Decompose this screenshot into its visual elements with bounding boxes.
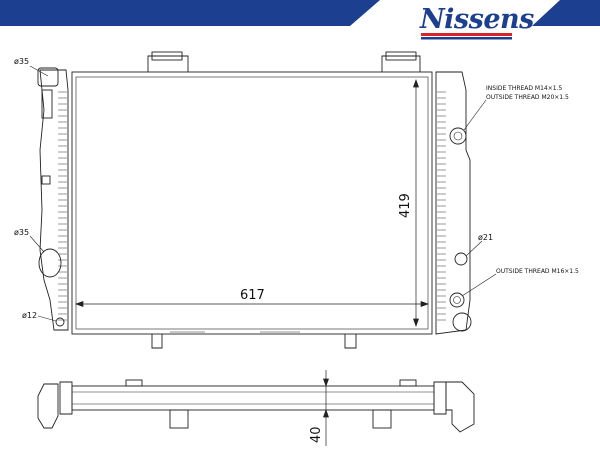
dia-bottom-left-label: ø12 — [22, 311, 37, 320]
height-dimension-label: 419 — [398, 193, 413, 218]
left-upper-pipe — [37, 67, 59, 87]
header-right-band — [532, 0, 600, 26]
logo-red-stripe — [421, 33, 512, 36]
height-arrow-bottom — [413, 318, 419, 328]
top-bracket-right — [381, 55, 421, 72]
tank-fins — [58, 91, 446, 321]
right-lower-port — [449, 292, 465, 308]
height-arrow-top — [413, 78, 419, 88]
leader-dia-right — [465, 240, 483, 257]
outside-thread-label-1: OUTSIDE THREAD M20×1.5 — [486, 94, 569, 101]
radiator-core-inner — [75, 76, 429, 330]
top-bracket-left-cap — [151, 51, 183, 61]
right-callouts — [461, 99, 497, 297]
bottom-view-right-pipe — [445, 381, 475, 433]
right-middle-port — [454, 252, 468, 266]
bottom-foot-left — [151, 334, 163, 349]
radiator-bottom-view — [37, 379, 475, 433]
width-dimension-label: 617 — [240, 288, 265, 303]
left-tank-clip — [41, 175, 51, 185]
dia-top-left-label: ø35 — [14, 57, 29, 66]
depth-dimension — [323, 370, 329, 446]
dia-mid-left-label: ø35 — [14, 228, 29, 237]
height-dimension — [413, 78, 419, 328]
bottom-view-right-tank — [433, 381, 447, 415]
bottom-view-left-pipe — [37, 383, 59, 429]
logo-blue-stripe — [421, 37, 512, 40]
depth-arrow-top — [323, 378, 329, 388]
left-tank-bracket — [41, 89, 53, 119]
leader-thread-bottom — [461, 273, 497, 297]
radiator-front-view — [37, 51, 472, 349]
right-bottom-boss — [452, 312, 472, 332]
left-tank — [39, 69, 69, 331]
leader-threads-top — [463, 99, 487, 131]
top-bracket-right-cap — [385, 51, 417, 61]
leader-dia-mid — [29, 235, 45, 253]
inside-thread-label: INSIDE THREAD M14×1.5 — [486, 85, 562, 92]
width-arrow-left — [74, 301, 84, 307]
bottom-view-mount-right — [372, 409, 392, 429]
outside-thread-label-2: OUTSIDE THREAD M16×1.5 — [496, 268, 579, 275]
width-dimension — [74, 301, 430, 307]
bottom-view-left-tank — [59, 381, 73, 415]
top-bracket-left — [147, 55, 189, 72]
dia-right-label: ø21 — [478, 233, 493, 242]
bottom-view-tab-right — [399, 379, 417, 387]
leader-dia-bottom — [37, 315, 57, 322]
right-tank — [435, 71, 471, 335]
bottom-view-tab-left — [125, 379, 143, 387]
right-upper-port-inner — [453, 131, 463, 141]
radiator-core — [71, 71, 433, 335]
depth-arrow-bottom — [323, 408, 329, 418]
left-callouts — [29, 65, 57, 322]
right-lower-port-inner — [453, 296, 461, 304]
brand-name: Nissens — [419, 4, 534, 35]
brand-logo: Nissens — [419, 4, 535, 40]
header-band — [0, 0, 600, 26]
right-upper-port — [449, 127, 467, 145]
header-left-band — [0, 0, 380, 26]
left-lower-pipe — [38, 248, 62, 278]
left-drain-port — [55, 317, 65, 327]
bottom-view-core — [71, 385, 435, 411]
bottom-view-mount-left — [169, 409, 189, 429]
leader-dia-top — [29, 65, 49, 77]
bottom-foot-right — [344, 334, 357, 349]
width-arrow-right — [420, 301, 430, 307]
depth-dimension-label: 40 — [309, 426, 324, 443]
